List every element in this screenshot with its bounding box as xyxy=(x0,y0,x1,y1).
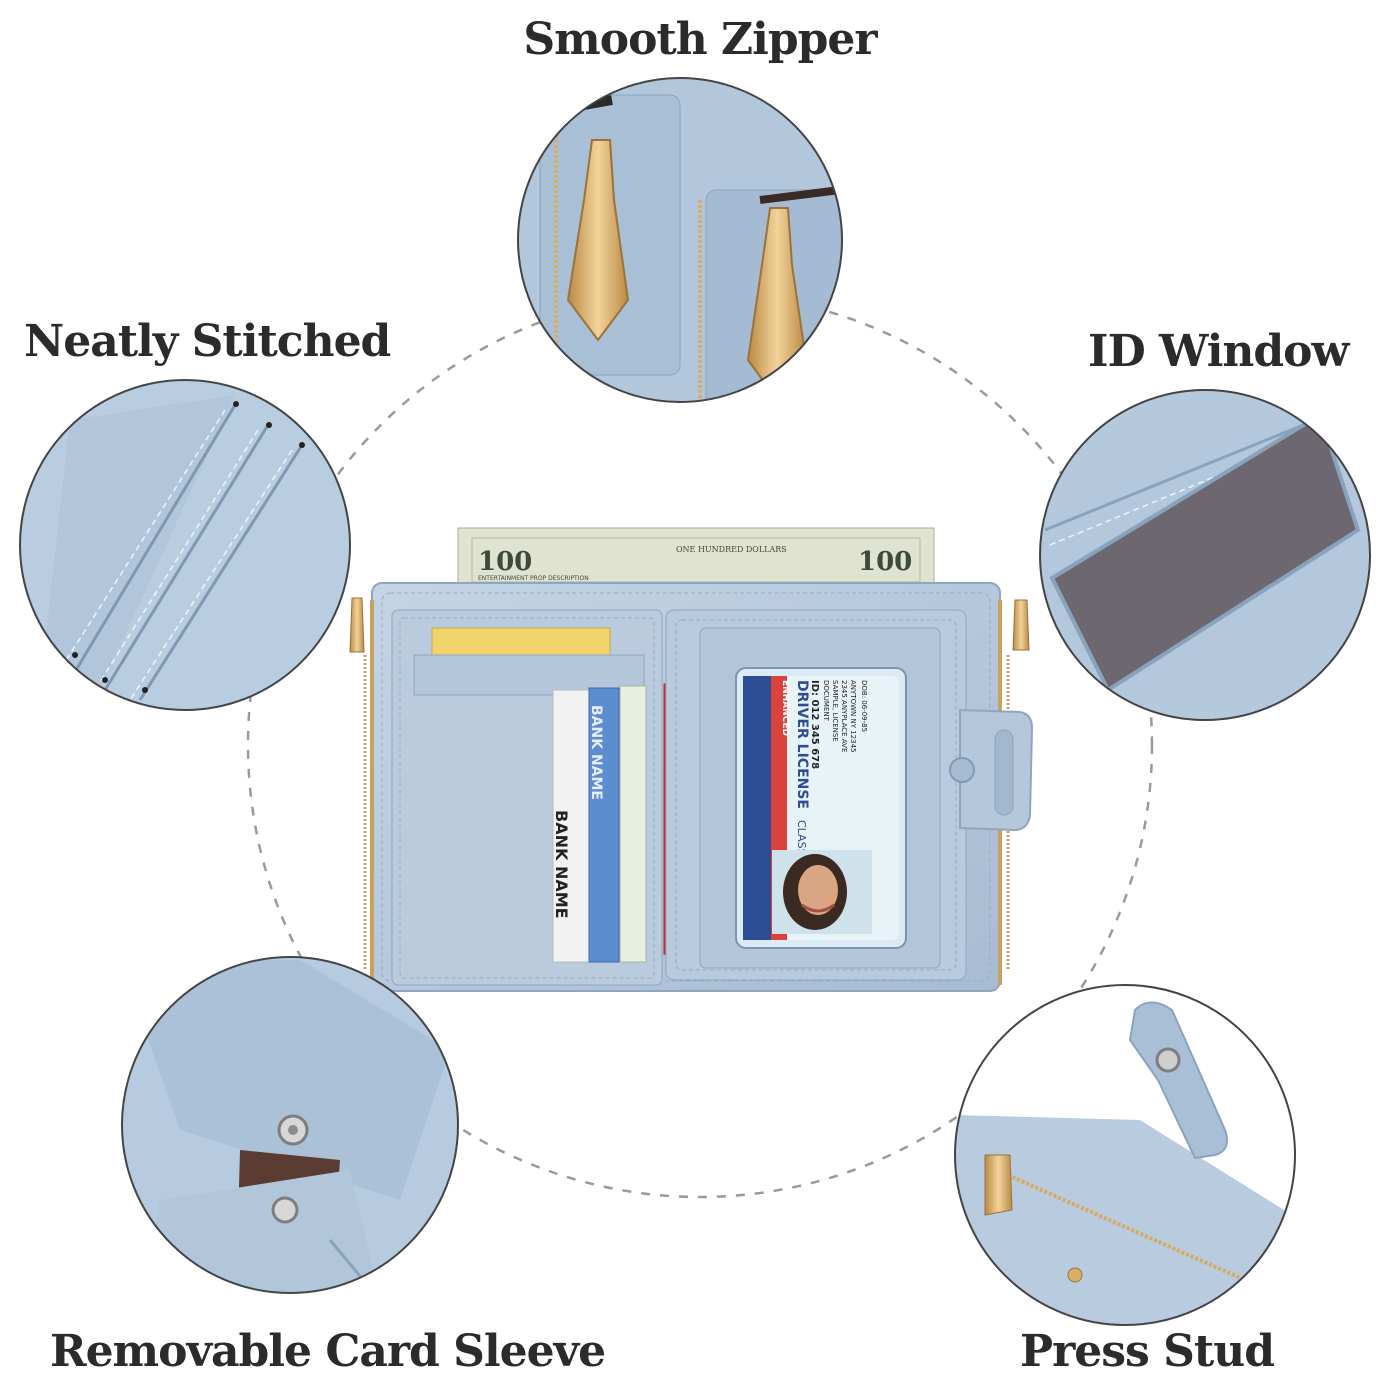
id-card-tag: ENHANCED xyxy=(780,680,790,736)
id-portrait xyxy=(772,850,872,934)
feature-label-id-window: ID Window xyxy=(1088,326,1349,377)
detail-id-window xyxy=(1039,389,1371,721)
feature-label-press-stud: Press Stud xyxy=(1020,1326,1275,1377)
wallet-main: 100 100 ONE HUNDRED DOLLARS ENTERTAINMEN… xyxy=(349,527,1034,992)
banknote-value-left: 100 xyxy=(478,547,532,577)
detail-neatly-stitched xyxy=(19,379,351,711)
id-card-address-1: 2345 ANYPLACE AVE xyxy=(840,680,848,752)
banknote-caption: ENTERTAINMENT PROP DESCRIPTION xyxy=(478,575,589,582)
id-window-clear-panel xyxy=(1049,411,1361,693)
stud-tab xyxy=(1128,1001,1228,1160)
id-window: ENHANCED DRIVER LICENSE CLASS D ID: 012 … xyxy=(735,667,907,949)
feature-label-removable-card-sleeve: Removable Card Sleeve xyxy=(50,1326,606,1377)
left-zipper-pull-icon xyxy=(349,597,365,653)
bank-card-label-2: BANK NAME xyxy=(588,705,604,800)
id-card-address-2: ANYTOWN NY 12345 xyxy=(849,680,857,752)
snap-socket-icon xyxy=(271,1196,299,1224)
zipper-pull-detail-icon xyxy=(984,1154,1013,1216)
id-card-name-1: DOCUMENT xyxy=(822,680,830,722)
feature-label-smooth-zipper: Smooth Zipper xyxy=(523,14,877,65)
detail-removable-card-sleeve xyxy=(121,956,459,1294)
detail-smooth-zipper xyxy=(517,77,843,403)
snap-button-icon xyxy=(949,757,975,783)
right-zipper-pull-icon xyxy=(1012,599,1030,651)
bank-card-label-1: BANK NAME xyxy=(552,810,571,919)
banknote-value-right: 100 xyxy=(858,547,912,577)
banknote-header: ONE HUNDRED DOLLARS xyxy=(676,545,787,554)
id-card-name-2: SAMPLE, LICENSE xyxy=(831,680,839,742)
detail-press-stud xyxy=(954,984,1296,1326)
id-card-title: DRIVER LICENSE xyxy=(794,680,810,809)
id-card-dob: DOB: 06-09-85 xyxy=(860,680,868,732)
zipper-pull-left-icon xyxy=(566,139,630,342)
id-card-number: ID: 012 345 678 xyxy=(809,680,820,769)
feature-label-neatly-stitched: Neatly Stitched xyxy=(24,316,391,367)
press-stud-icon xyxy=(1155,1047,1181,1073)
